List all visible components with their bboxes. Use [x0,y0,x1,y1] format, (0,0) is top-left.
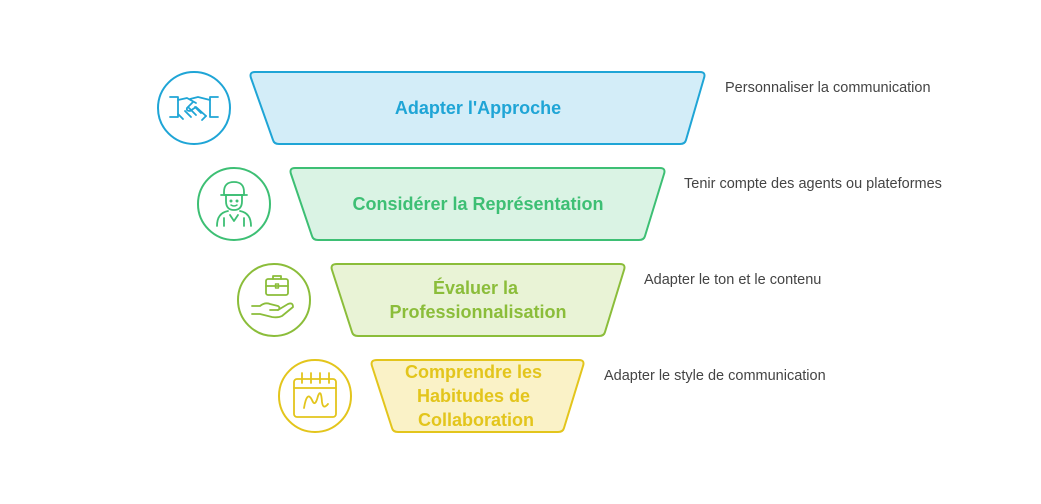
funnel-label-2-line-1: Considérer la Représentation [352,194,603,214]
icon-circle-2 [197,167,271,241]
funnel-label-1: Adapter l'Approche [395,98,561,118]
funnel-level-3: Évaluer la Professionnalisation Adapter … [237,263,821,337]
funnel-label-4-line-2: Habitudes de [417,386,530,406]
description-1: Personnaliser la communication [725,80,931,96]
funnel-segment-3 [330,263,626,337]
funnel-label-4-line-1: Comprendre les [405,362,542,382]
funnel-label-4: Comprendre les Habitudes de Collaboratio… [405,362,547,430]
funnel-level-4: Comprendre les Habitudes de Collaboratio… [278,359,826,433]
icon-circle-3 [237,263,311,337]
funnel-segment-1 [249,71,706,145]
calendar-signature-icon [293,372,337,418]
description-3: Adapter le ton et le contenu [644,272,821,288]
funnel-level-2: Considérer la Représentation Tenir compt… [197,167,942,241]
funnel-label-4-line-3: Collaboration [418,410,534,430]
person-icon [216,181,252,227]
funnel-label-3-line-1: Évaluer la [433,277,519,298]
description-4: Adapter le style de communication [604,368,826,384]
funnel-label-3-line-2: Professionnalisation [389,302,566,322]
funnel-label-2: Considérer la Représentation [352,194,603,214]
funnel-label-1-line-1: Adapter l'Approche [395,98,561,118]
icon-circle-4 [278,359,352,433]
description-2: Tenir compte des agents ou plateformes [684,176,942,192]
briefcase-hand-icon [251,275,294,319]
funnel-level-1: Adapter l'Approche Personnaliser la comm… [157,71,931,145]
handshake-icon [169,96,219,121]
funnel-label-3: Évaluer la Professionnalisation [389,277,566,322]
funnel-segment-2 [289,167,666,241]
funnel-segment-4 [370,359,585,433]
